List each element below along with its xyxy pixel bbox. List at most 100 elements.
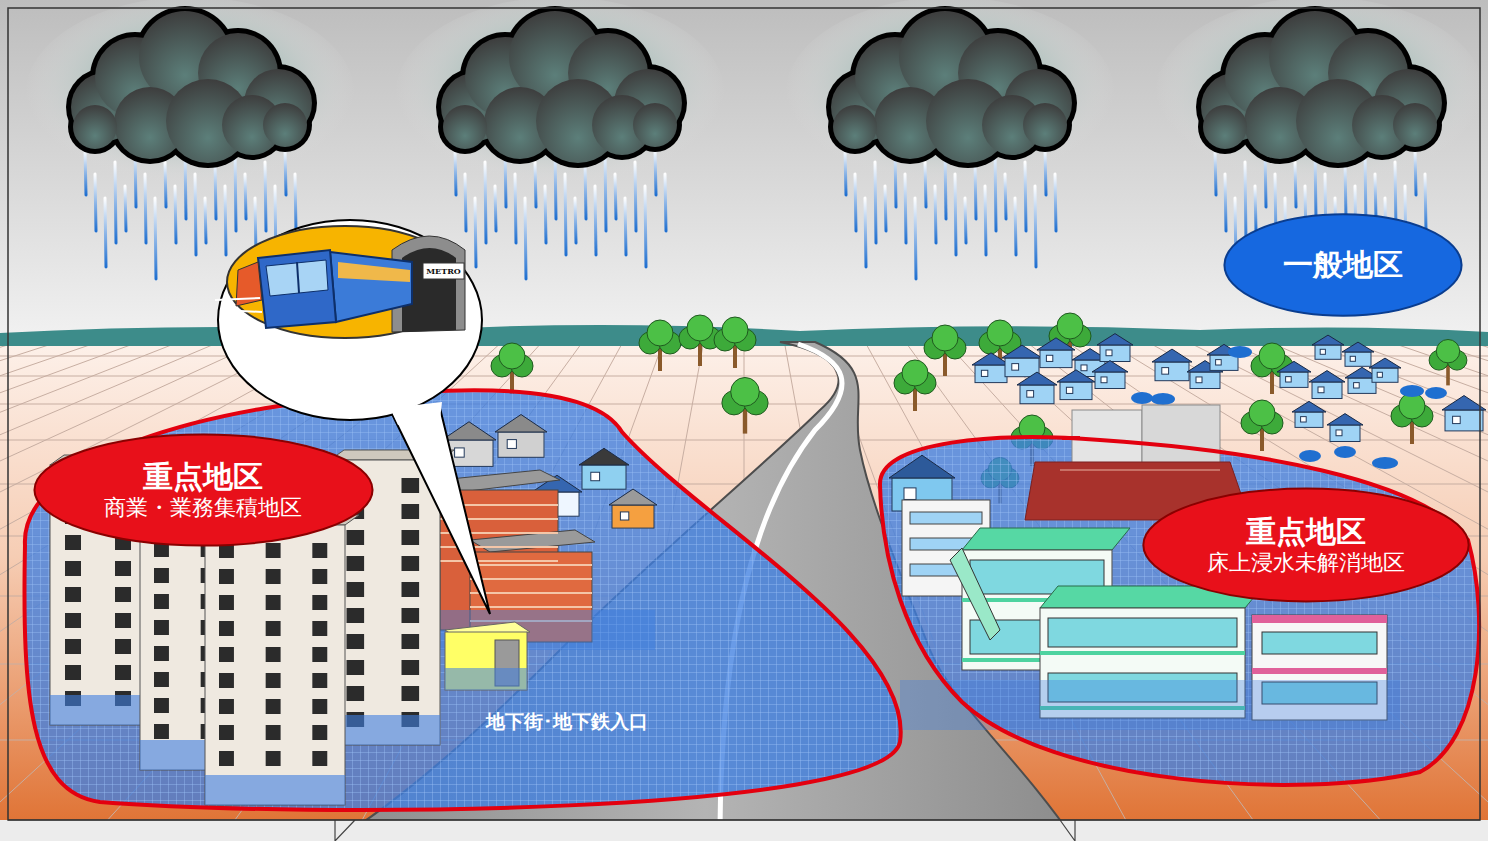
building-window <box>115 561 131 576</box>
house-wall <box>1100 345 1130 362</box>
building-window <box>266 569 281 584</box>
subway-entrance <box>445 668 527 690</box>
apartment-building <box>50 450 454 805</box>
subway-entrance <box>445 632 527 690</box>
tree-leaves <box>1436 340 1459 363</box>
house-wall <box>498 432 544 457</box>
puddles <box>1400 385 1424 397</box>
building-window <box>115 613 131 628</box>
callout-bubble <box>392 408 490 614</box>
puddles <box>1425 387 1447 399</box>
building-window <box>402 582 420 597</box>
building-stairs <box>950 548 1000 640</box>
building-window <box>470 578 592 580</box>
building-window <box>402 556 420 571</box>
house-window <box>1336 430 1342 436</box>
callout-bubble <box>297 262 299 293</box>
house-wall <box>1020 385 1054 404</box>
puddles <box>1372 457 1398 469</box>
frame <box>8 8 1480 820</box>
region-outline <box>1062 436 1080 440</box>
building-window <box>219 673 234 688</box>
flood-water <box>205 775 345 805</box>
ellipse-shape <box>1143 489 1468 602</box>
building-window <box>312 595 327 610</box>
region-title: 一般地区 <box>1283 247 1403 283</box>
tree-leaves <box>647 320 673 346</box>
house-roof <box>442 422 496 440</box>
house-wall <box>1330 425 1360 442</box>
house-roof <box>1097 334 1133 345</box>
house-roof <box>1057 370 1095 382</box>
house-window <box>1377 372 1382 377</box>
building-window <box>347 608 365 623</box>
building-window <box>154 620 169 635</box>
house-wall <box>1345 352 1371 366</box>
building-window <box>347 582 365 597</box>
house-window <box>591 472 600 480</box>
house-wall <box>1095 372 1125 389</box>
building-window <box>65 613 81 628</box>
house-roof <box>1292 401 1326 412</box>
building-window <box>266 543 281 558</box>
building-window <box>65 561 81 576</box>
entrance-label: 地下街･地下鉄入口 <box>486 711 648 732</box>
building-window <box>347 634 365 649</box>
tree-leaves <box>1057 313 1083 339</box>
region-outline <box>880 437 1479 785</box>
building-window <box>347 530 365 545</box>
tree-leaves <box>987 320 1013 346</box>
house-window <box>1216 360 1222 365</box>
region-subtitle: 商業・業務集積地区 <box>104 495 302 521</box>
building-window <box>115 665 131 680</box>
house-wall <box>1280 372 1308 387</box>
building-window <box>266 595 281 610</box>
house-roof <box>1092 361 1128 372</box>
house-window <box>1354 383 1360 388</box>
region-outline <box>24 390 900 810</box>
house-window <box>1012 364 1019 371</box>
house-window <box>1196 377 1202 383</box>
house-window <box>1162 368 1169 375</box>
building-window <box>65 639 81 654</box>
house-roof <box>1309 371 1345 382</box>
building-window <box>266 621 281 636</box>
flood-area <box>880 437 1479 785</box>
building-window <box>312 647 327 662</box>
building-window <box>219 595 234 610</box>
building-window <box>266 699 281 714</box>
house-wall <box>1295 412 1323 427</box>
region-title: 重点地区 <box>1246 514 1366 550</box>
building-window <box>115 587 131 602</box>
building-window <box>1262 632 1377 654</box>
house-window <box>1027 391 1034 398</box>
building-window <box>312 751 327 766</box>
building-window <box>910 512 982 524</box>
callout-bubble <box>215 220 490 614</box>
callout-bubble <box>220 310 262 312</box>
building-window <box>115 639 131 654</box>
puddles <box>1299 450 1321 462</box>
house-wall <box>1060 382 1092 400</box>
building-window <box>347 660 365 675</box>
house-wall <box>975 365 1007 383</box>
building-wall <box>205 525 345 805</box>
house-roof <box>1327 414 1363 425</box>
building-window <box>312 673 327 688</box>
building-window <box>154 646 169 661</box>
tree-leaves <box>499 343 525 369</box>
house-window <box>455 448 465 457</box>
callout-bubble <box>423 263 464 279</box>
house-roof <box>1312 335 1344 345</box>
flood-water <box>900 680 1400 730</box>
callout-bubble <box>266 260 328 296</box>
house-wall <box>1312 382 1342 399</box>
house-window <box>1286 377 1292 382</box>
building-window <box>402 478 420 493</box>
ground-grid <box>0 340 1488 820</box>
puddles <box>1131 346 1447 469</box>
house-roof <box>1152 349 1192 362</box>
region-label-ellipse: 一般地区 <box>1222 211 1464 319</box>
